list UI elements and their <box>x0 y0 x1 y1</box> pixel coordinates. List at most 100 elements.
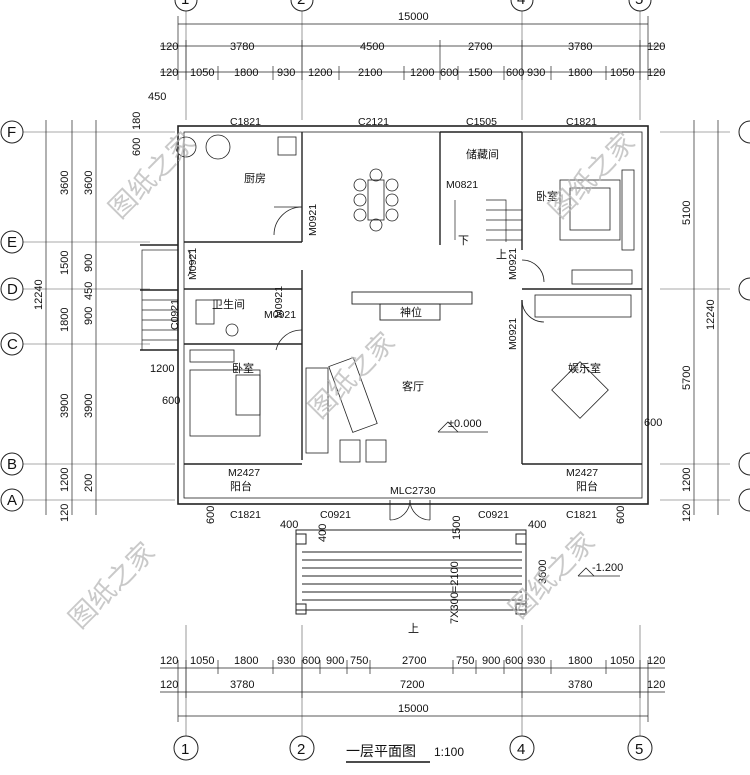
dim-left-overall: 12240 <box>33 279 45 310</box>
dim-note-1500: 1500 <box>451 516 463 540</box>
right-dimension-lines <box>693 120 719 515</box>
axis-bubble-F-right <box>738 120 750 144</box>
room-living: 客厅 <box>402 379 424 393</box>
stair-text: 7X300=2100 上 下 上 <box>408 234 507 635</box>
dim-note-600e: 600 <box>615 506 627 524</box>
dim-top-l2-0: 120 <box>160 41 178 53</box>
axis-bubble-A <box>0 488 24 512</box>
axis-bubble-4-top <box>510 0 534 12</box>
dim-note-600a: 600 <box>131 138 143 156</box>
window-code: C2121 <box>358 116 389 128</box>
axis-label-E: E <box>7 234 17 251</box>
room-bathroom: 卫生间 <box>212 297 245 311</box>
room-kitchen: 厨房 <box>244 172 266 185</box>
door-code: M0921 <box>187 248 199 280</box>
axis-bubble-1-bottom <box>173 735 199 761</box>
dim-top-l3-12: 1050 <box>610 67 634 79</box>
axis-label-1-bottom: 1 <box>181 741 189 758</box>
dim-right-l2-1: 5700 <box>681 366 693 390</box>
axis-label-2-top: 2 <box>297 0 305 8</box>
dim-bot-l1-4: 600 <box>302 655 320 667</box>
dim-bot-l1-5: 900 <box>326 655 344 667</box>
axis-bubble-5-bottom <box>627 735 653 761</box>
dim-bot-l1-13: 1050 <box>610 655 634 667</box>
dim-note-600c: 600 <box>644 417 662 429</box>
dim-top-l3-10: 930 <box>527 67 545 79</box>
dim-bot-l2-1: 3780 <box>230 679 254 691</box>
dim-right-l2-2: 1200 <box>681 468 693 492</box>
window-code: C0921 <box>478 509 509 521</box>
opening-codes: C1821 C2121 C1505 C1821 C1821 C1821 C092… <box>169 116 598 521</box>
axis-label-D: D <box>7 281 18 298</box>
window-code: C1821 <box>566 116 597 128</box>
axis-bubble-A-right <box>738 488 750 512</box>
dim-top-l3-11: 1800 <box>568 67 592 79</box>
dim-bot-l1-0: 120 <box>160 655 178 667</box>
room-labels: 厨房 储藏间 卧室 卫生间 神位 客厅 卧室 娱乐室 阳台 阳台 <box>212 147 601 493</box>
dim-bot-l1-7: 2700 <box>402 655 426 667</box>
room-balcony-left: 阳台 <box>230 479 252 493</box>
shrine-cabinet <box>351 291 473 305</box>
dim-left-l3-7: 200 <box>83 474 95 492</box>
dim-top-overall: 15000 <box>398 11 429 23</box>
dim-left-l2-5: 120 <box>59 504 71 522</box>
door-code: M2427 <box>566 467 598 479</box>
dim-top-l2-2: 4500 <box>360 41 384 53</box>
floor-level: ±0.000 <box>448 418 482 430</box>
dim-right-l2-3: 120 <box>681 504 693 522</box>
title: 一层平面图 <box>346 744 416 760</box>
dim-bot-l1-6: 750 <box>350 655 368 667</box>
axis-bubble-D <box>0 277 24 301</box>
dim-left-l2-0: 3600 <box>59 171 71 195</box>
dim-top-l3-2: 1800 <box>234 67 258 79</box>
dim-bot-l1-11: 930 <box>527 655 545 667</box>
dim-bot-l1-12: 1800 <box>568 655 592 667</box>
shrine-altar <box>379 303 441 321</box>
door-code: MLC2730 <box>390 485 436 497</box>
stair-count: 7X300=2100 <box>449 561 461 624</box>
axis-label-2-bottom: 2 <box>297 741 305 758</box>
left-dimension-lines <box>45 120 97 515</box>
dim-left-l2-4: 1200 <box>59 468 71 492</box>
door-swings <box>187 206 545 521</box>
bottom-dimension-text: 120 1050 1800 930 600 900 750 2700 750 9… <box>160 655 665 715</box>
axis-bubble-B-right <box>738 452 750 476</box>
axis-bubble-4-bottom <box>509 735 535 761</box>
door-code: M2427 <box>228 467 260 479</box>
dim-bot-overall: 15000 <box>398 703 429 715</box>
room-entertainment: 娱乐室 <box>568 361 601 375</box>
dim-top-l2-3: 2700 <box>468 41 492 53</box>
front-porch <box>295 529 527 615</box>
axis-label-1-top: 1 <box>181 0 189 8</box>
dim-left-l2-3: 3900 <box>59 394 71 418</box>
dim-bot-l1-14: 120 <box>647 655 665 667</box>
dim-note-180: 180 <box>131 112 143 130</box>
axis-bubble-D-right <box>738 277 750 301</box>
top-dimension-lines <box>160 16 665 80</box>
dim-bot-l1-9: 900 <box>482 655 500 667</box>
room-bedroom-right: 卧室 <box>536 189 558 203</box>
left-side-stair <box>141 249 179 351</box>
room-shrine: 神位 <box>400 305 422 319</box>
dim-left-l3-6: 3900 <box>83 394 95 418</box>
dim-note-3600: 3600 <box>537 560 549 584</box>
dim-top-l3-1: 1050 <box>190 67 214 79</box>
step-level: -1.200 <box>592 562 623 574</box>
dim-bot-l2-4: 120 <box>647 679 665 691</box>
door-code: M0921 <box>507 318 519 350</box>
axis-bubble-5-top <box>628 0 652 12</box>
door-code: M0921 <box>307 204 319 236</box>
axis-label-4-top: 4 <box>517 0 525 8</box>
dim-note-400c: 400 <box>528 519 546 531</box>
level-text: ±0.000 -1.200 <box>448 418 623 574</box>
dim-right-overall: 12240 <box>705 299 717 330</box>
dim-left-l3-0: 3600 <box>83 171 95 195</box>
axis-label-5-bottom: 5 <box>635 741 643 758</box>
dim-top-l3-4: 1200 <box>308 67 332 79</box>
dim-note-600b: 600 <box>162 395 180 407</box>
dim-top-l3-7: 600 <box>440 67 458 79</box>
room-bedroom-left: 卧室 <box>232 361 254 375</box>
axis-label-B: B <box>7 456 17 473</box>
watermark: 图纸之家 <box>543 127 641 225</box>
